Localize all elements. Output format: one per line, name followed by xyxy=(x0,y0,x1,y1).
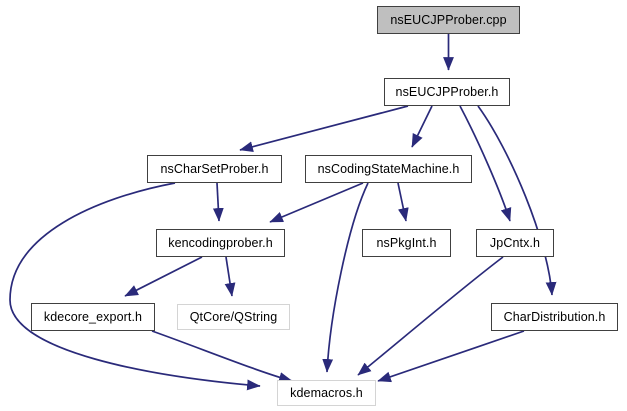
graph-node-label-jpcntx: JpCntx.h xyxy=(489,236,541,250)
graph-edge-charset-to-kdemacros xyxy=(9,182,261,391)
graph-edge-jpcntx-to-kdemacros xyxy=(357,256,504,376)
graph-node-label-kdecore: kdecore_export.h xyxy=(43,310,143,324)
graph-node-qstring[interactable]: QtCore/QString xyxy=(177,304,290,330)
graph-node-label-charset: nsCharSetProber.h xyxy=(160,162,269,176)
graph-edge-codingsm-to-kencoding xyxy=(269,182,364,223)
graph-edge-hdr-to-charset xyxy=(239,105,409,152)
graph-node-label-chardist: CharDistribution.h xyxy=(503,310,606,324)
graph-node-label-cpp: nsEUCJPProber.cpp xyxy=(390,13,507,27)
graph-edge-charset-to-kencoding xyxy=(212,182,224,222)
graph-node-label-kencoding: kencodingprober.h xyxy=(168,236,273,250)
graph-node-kdecore[interactable]: kdecore_export.h xyxy=(31,303,155,331)
graph-edge-kencoding-to-qstring xyxy=(224,256,236,297)
graph-node-label-kdemacros: kdemacros.h xyxy=(290,386,363,400)
graph-node-cpp[interactable]: nsEUCJPProber.cpp xyxy=(377,6,520,34)
graph-node-chardist[interactable]: CharDistribution.h xyxy=(491,303,618,331)
graph-node-kdemacros[interactable]: kdemacros.h xyxy=(277,380,376,406)
graph-node-nspkgint[interactable]: nsPkgInt.h xyxy=(362,229,451,257)
graph-node-label-qstring: QtCore/QString xyxy=(189,310,278,324)
graph-edge-chardist-to-kdemacros xyxy=(377,330,525,383)
graph-edge-kdecore-to-kdemacros xyxy=(151,330,293,383)
graph-node-label-codingsm: nsCodingStateMachine.h xyxy=(317,162,460,176)
graph-node-hdr[interactable]: nsEUCJPProber.h xyxy=(384,78,510,106)
graph-edge-hdr-to-jpcntx xyxy=(459,105,512,222)
graph-node-codingsm[interactable]: nsCodingStateMachine.h xyxy=(305,155,472,183)
graph-edge-hdr-to-codingsm xyxy=(411,105,433,148)
graph-edge-codingsm-to-kdemacros xyxy=(322,182,369,373)
graph-edge-hdr-to-chardist xyxy=(477,105,557,296)
graph-node-kencoding[interactable]: kencodingprober.h xyxy=(156,229,285,257)
graph-node-label-nspkgint: nsPkgInt.h xyxy=(376,236,437,250)
graph-node-charset[interactable]: nsCharSetProber.h xyxy=(147,155,282,183)
graph-node-jpcntx[interactable]: JpCntx.h xyxy=(476,229,554,257)
graph-edge-codingsm-to-nspkgint xyxy=(397,182,409,222)
graph-edge-kencoding-to-kdecore xyxy=(124,256,203,297)
graph-node-label-hdr: nsEUCJPProber.h xyxy=(395,85,499,99)
